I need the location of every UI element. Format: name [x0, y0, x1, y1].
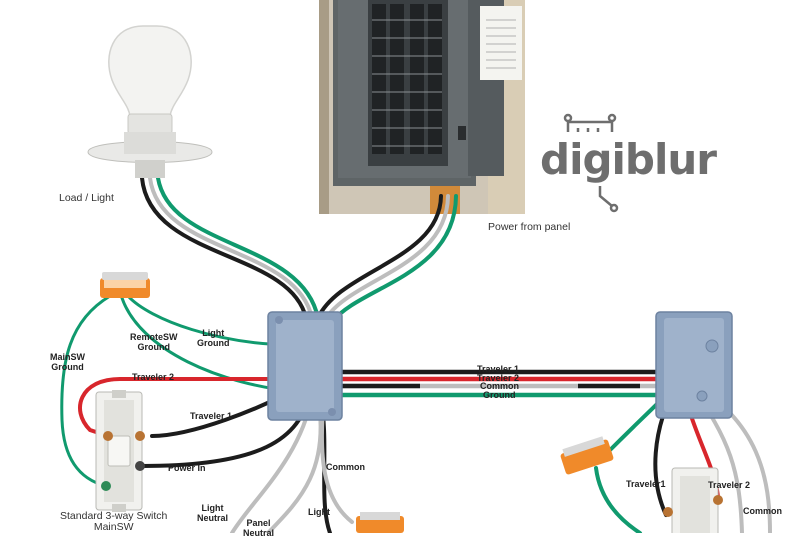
- remotesw-ground-label: RemoteSW Ground: [130, 332, 178, 352]
- wago-connector-top: [100, 272, 150, 298]
- switch-caption: Standard 3-way Switch MainSW: [60, 510, 168, 533]
- light-bulb: [87, 25, 213, 178]
- electrical-panel: [319, 0, 525, 214]
- panel-feed-wires: [316, 194, 458, 324]
- digiblur-logo-icon: [563, 113, 619, 213]
- left-three-way-switch: [95, 390, 145, 512]
- common-mid-label: Common: [326, 462, 365, 472]
- light-wires: [140, 176, 320, 320]
- wago-connector-bottom: [356, 512, 404, 533]
- power-in-label: Power In: [168, 463, 206, 473]
- left-switch-wires: [78, 377, 354, 533]
- light-neutral-label: Light Neutral: [197, 503, 229, 523]
- left-junction-box: [267, 311, 343, 421]
- traveler-1-left-label: Traveler 1: [190, 411, 233, 421]
- right-traveler1-label: Traveler1: [626, 479, 666, 489]
- digiblur-logo: digiblur: [540, 135, 717, 184]
- load-light-label: Load / Light: [59, 192, 114, 204]
- run-ground-label: Ground: [483, 390, 516, 400]
- run-common-label: Common: [480, 381, 519, 391]
- power-from-panel-label: Power from panel: [488, 221, 571, 233]
- right-common-label: Common: [743, 506, 782, 516]
- wago-connector-right: [560, 436, 614, 475]
- right-junction-box: [655, 311, 733, 419]
- traveler-2-left-label: Traveler 2: [132, 372, 175, 382]
- light-ground-label: Light Ground: [197, 328, 230, 348]
- right-traveler-2-label: Traveler 2: [708, 480, 751, 490]
- run-traveler-2-label: Traveler 2: [477, 373, 520, 383]
- run-traveler-1-label: Traveler 1: [477, 364, 520, 374]
- panel-neutral-label: Panel Neutral: [243, 518, 275, 538]
- three-way-run: [300, 369, 672, 398]
- light-wire-label: Light: [308, 507, 330, 517]
- right-three-way-switch: [663, 467, 723, 533]
- mainsw-ground-label: MainSW Ground: [50, 352, 85, 372]
